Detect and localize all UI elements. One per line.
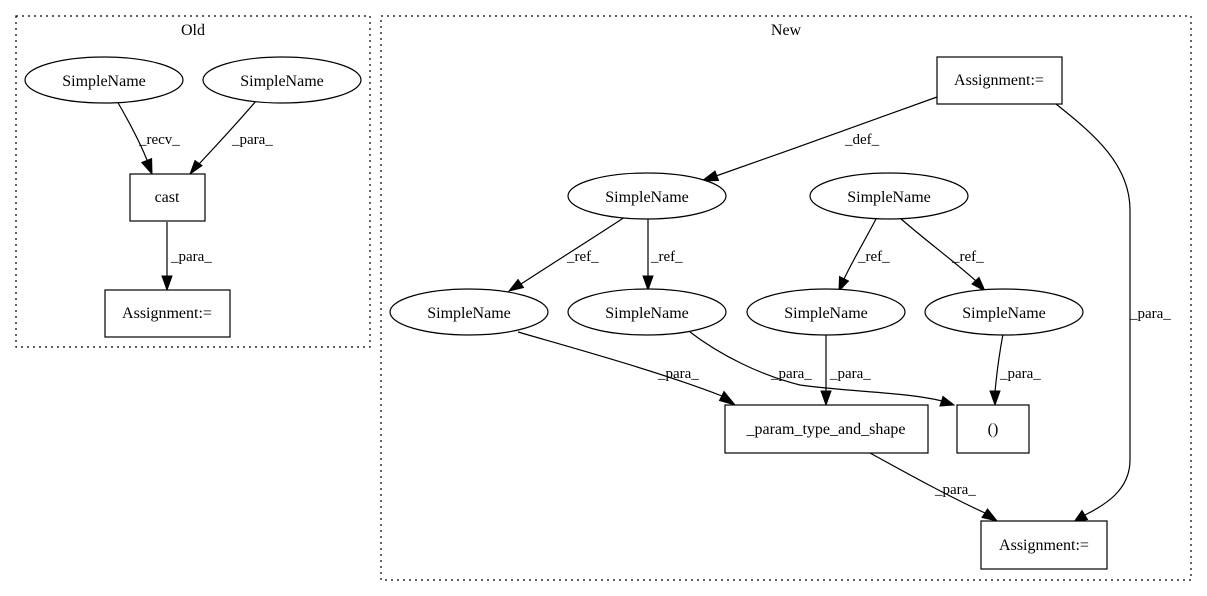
new-param-type-and-shape-node: _param_type_and_shape	[724, 404, 929, 454]
edge-old-cast-assign-label: _para_	[170, 249, 212, 265]
edge-new-para-top: _para_	[1055, 103, 1171, 523]
svg-text:SimpleName: SimpleName	[62, 73, 146, 90]
svg-text:SimpleName: SimpleName	[962, 305, 1046, 322]
edge-old-para-cast: _para_	[188, 100, 273, 176]
svg-text:(): ()	[988, 421, 999, 438]
edge-old-para-cast-label: _para_	[231, 132, 273, 148]
edge-old-recv-label: _recv_	[138, 132, 180, 148]
svg-text:SimpleName: SimpleName	[240, 73, 324, 90]
new-simplename-right: SimpleName	[809, 172, 969, 220]
svg-text:Assignment:=: Assignment:=	[999, 537, 1089, 554]
edge-new-para-d: _para_	[989, 333, 1041, 407]
new-simplename-def: SimpleName	[567, 172, 727, 220]
edge-new-para-param: _para_	[869, 452, 999, 522]
edge-new-ref-def-b: _ref_	[642, 219, 683, 292]
old-simplename-recv: SimpleName	[24, 56, 184, 104]
old-assignment-node: Assignment:=	[104, 289, 231, 338]
svg-text:SimpleName: SimpleName	[605, 305, 689, 322]
edge-new-ref-right-c: _ref_	[838, 218, 890, 293]
edge-new-ref-def-b-label: _ref_	[650, 249, 683, 265]
edge-new-ref-def-a: _ref_	[507, 214, 629, 292]
edge-old-recv: _recv_	[116, 100, 180, 176]
svg-text:Assignment:=: Assignment:=	[954, 72, 1044, 89]
edge-new-ref-right-d: _ref_	[899, 217, 987, 293]
new-simplename-c: SimpleName	[746, 288, 906, 336]
edge-new-para-b-label: _para_	[770, 366, 812, 382]
edge-new-para-c: _para_	[820, 334, 871, 407]
edge-new-ref-right-d-label: _ref_	[951, 249, 984, 265]
svg-text:SimpleName: SimpleName	[427, 305, 511, 322]
edge-new-ref-def-a-label: _ref_	[566, 249, 599, 265]
new-tuple-node: ()	[956, 404, 1030, 454]
svg-text:_param_type_and_shape: _param_type_and_shape	[745, 421, 905, 438]
edge-new-para-a-label: _para_	[657, 366, 699, 382]
old-simplename-para: SimpleName	[202, 56, 362, 104]
new-simplename-d: SimpleName	[924, 288, 1084, 336]
cluster-new-label: New	[771, 22, 802, 39]
cluster-old: Old	[15, 15, 371, 348]
edge-new-para-a: _para_	[517, 331, 737, 406]
svg-text:SimpleName: SimpleName	[784, 305, 868, 322]
edge-new-para-param-label: _para_	[934, 482, 976, 498]
edge-new-para-d-label: _para_	[999, 366, 1041, 382]
new-simplename-a: SimpleName	[389, 288, 549, 336]
edge-new-def: _def_	[700, 96, 938, 182]
new-assignment-bottom-node: Assignment:=	[980, 520, 1108, 570]
svg-text:cast: cast	[155, 189, 180, 206]
new-simplename-b: SimpleName	[567, 288, 727, 336]
svg-text:SimpleName: SimpleName	[847, 189, 931, 206]
cluster-old-label: Old	[181, 22, 205, 39]
edge-new-ref-right-c-label: _ref_	[857, 249, 890, 265]
edge-new-para-c-label: _para_	[829, 366, 871, 382]
edge-new-para-b: _para_	[689, 331, 956, 407]
new-assignment-top-node: Assignment:=	[936, 56, 1063, 105]
edge-old-cast-assign: _para_	[161, 222, 212, 292]
cluster-new: New	[380, 15, 1192, 581]
old-cast-node: cast	[129, 173, 206, 222]
edge-new-def-label: _def_	[844, 132, 880, 148]
cluster-new-border	[380, 15, 1192, 581]
svg-text:SimpleName: SimpleName	[605, 189, 689, 206]
svg-text:Assignment:=: Assignment:=	[122, 305, 212, 322]
edge-new-para-top-label: _para_	[1129, 306, 1171, 322]
